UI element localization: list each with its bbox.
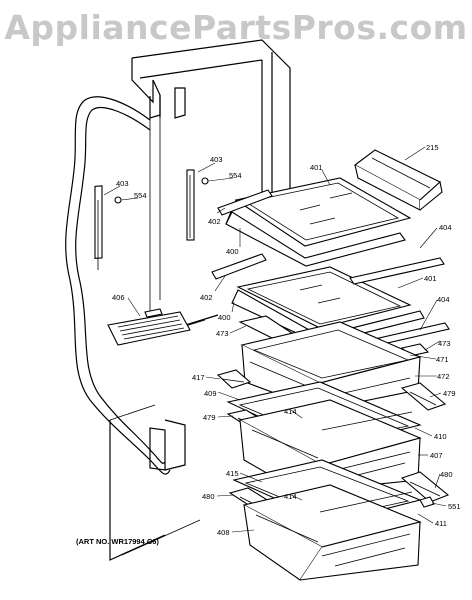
right-shelf-rail [186,169,209,241]
callout-554: 554 [229,171,242,180]
vent-cover [107,308,191,346]
callout-404: 404 [439,223,452,232]
callout-480: 480 [440,470,453,479]
callout-414: 414 [284,492,297,501]
shelf-trim-404-upper [349,257,445,285]
callout-472: 472 [437,372,450,381]
callout-479: 479 [443,389,456,398]
callout-473: 473 [438,339,451,348]
callout-554: 554 [134,191,147,200]
callout-473: 473 [216,329,229,338]
callout-410: 410 [434,432,447,441]
door-gasket [65,96,171,475]
slide-417 [216,369,252,389]
clip-551 [419,496,435,508]
deli-bin-215 [353,149,443,211]
callout-417: 417 [192,373,205,382]
callout-414: 414 [284,407,297,416]
callout-471: 471 [436,355,449,364]
callout-409: 409 [204,389,217,398]
callout-404: 404 [437,295,450,304]
crisper-pan-408 [242,484,422,581]
callout-402: 402 [208,217,221,226]
left-shelf-rail [94,185,122,270]
callout-403: 403 [210,155,223,164]
callout-403: 403 [116,179,129,188]
art-number: (ART NO. WR17994 C6) [76,537,159,546]
leader-lines [103,146,447,533]
callout-411: 411 [435,519,447,528]
callout-400: 400 [218,313,231,322]
watermark: AppliancePartsPros.com [4,8,468,47]
upper-glass-shelf [217,177,412,267]
pan-handle-410 [321,411,413,431]
callout-479: 479 [203,413,216,422]
callout-551: 551 [448,502,461,511]
middle-glass-shelf [211,253,425,345]
slide-479-right [400,382,447,411]
callout-406: 406 [112,293,125,302]
callout-407: 407 [430,451,443,460]
callout-401: 401 [310,163,323,172]
callout-labels: 215 401 403 554 403 554 402 400 404 401 … [112,143,461,537]
pan-handle-411 [319,491,413,513]
callout-402: 402 [200,293,213,302]
callout-400: 400 [226,247,239,256]
callout-408: 408 [217,528,230,537]
callout-215: 215 [426,143,439,152]
callout-480: 480 [202,492,215,501]
callout-415: 415 [226,469,239,478]
slide-480-right [400,471,450,503]
callout-401: 401 [424,274,437,283]
